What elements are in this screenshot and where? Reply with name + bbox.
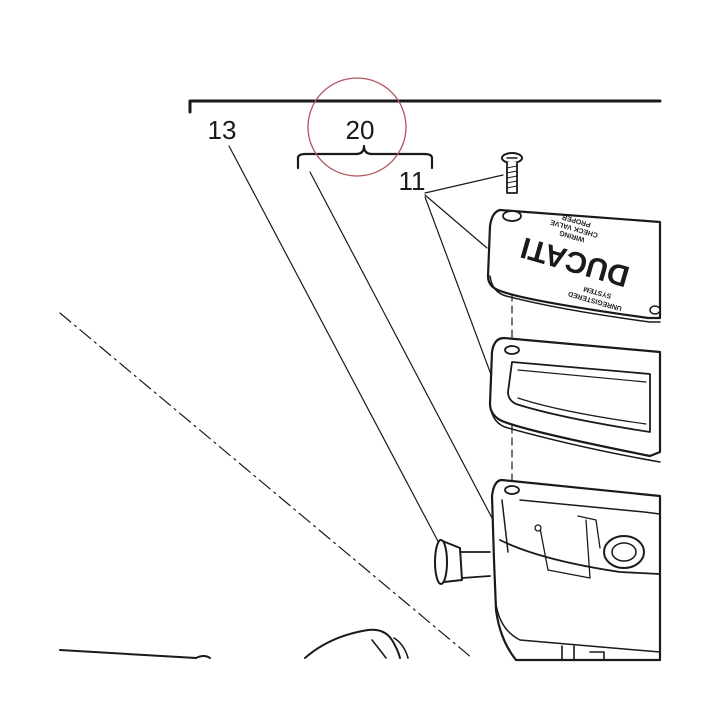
lower-right-detail <box>561 645 605 661</box>
leader-line-11-screw <box>424 174 504 194</box>
lower-left-outline <box>59 649 211 659</box>
gasket-frame <box>488 336 662 463</box>
lower-component-detail <box>371 637 409 659</box>
callout-11: 11 <box>399 166 426 196</box>
lower-component-outline <box>304 628 401 659</box>
leader-line-11-plate <box>424 194 488 249</box>
callout-13: 13 <box>208 115 237 145</box>
part-20-brace <box>296 144 434 170</box>
centre-axis-line <box>59 312 473 659</box>
housing-body <box>490 478 662 662</box>
grommet-part-13 <box>434 539 491 585</box>
leader-line-13 <box>228 145 441 546</box>
leader-line-20 <box>309 171 493 519</box>
leader-line-11-gasket <box>424 196 497 389</box>
screw-part-11 <box>501 152 523 194</box>
group-bracket-line <box>188 99 662 114</box>
callout-20: 20 <box>346 115 375 145</box>
cover-plate: DUCATI UNREGISTERED SYSTEM WIRING CHECK … <box>486 208 662 323</box>
highlight-circle <box>307 77 407 177</box>
